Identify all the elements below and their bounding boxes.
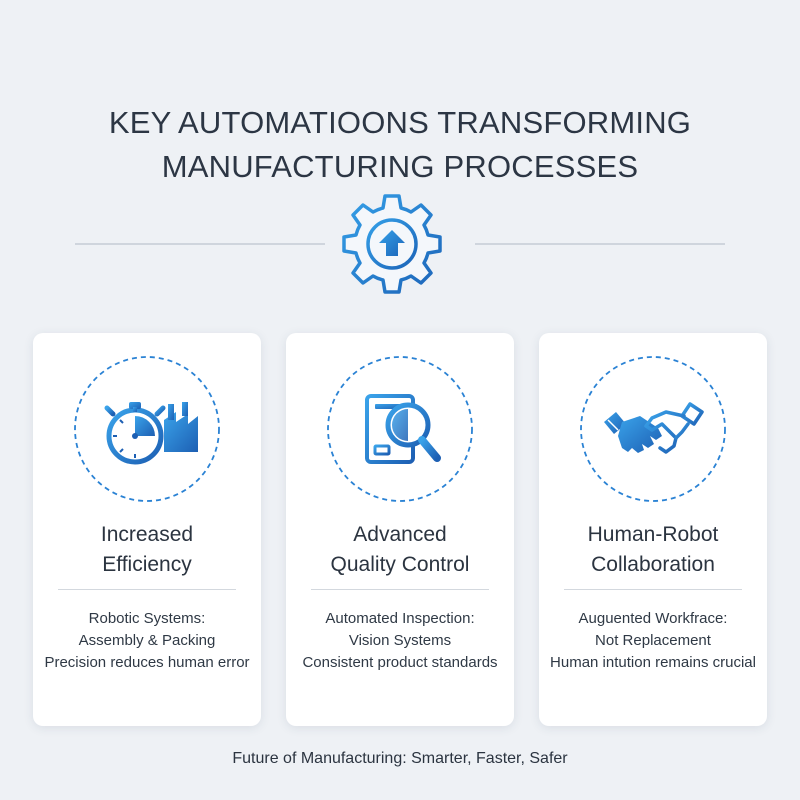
card-title: Advanced Quality Control — [286, 520, 514, 580]
card-title-line-1: Advanced — [353, 523, 447, 546]
card-advanced-quality-control: Advanced Quality Control Automated Inspe… — [286, 333, 514, 726]
divider-left — [75, 243, 325, 245]
card-line-3: Precision reduces human error — [44, 654, 250, 671]
card-title: Human-Robot Collaboration — [539, 520, 767, 580]
card-title-line-1: Human-Robot — [587, 523, 719, 546]
card-line-2: Not Replacement — [595, 632, 711, 649]
handshake-icon — [578, 354, 728, 504]
footer-tagline: Future of Manufacturing: Smarter, Faster… — [232, 750, 568, 767]
card-divider — [564, 589, 742, 590]
gear-upload-icon — [336, 188, 448, 300]
card-human-robot-collaboration: Human-Robot Collaboration Auguented Work… — [539, 333, 767, 726]
divider-right — [475, 243, 725, 245]
page-title: KEY AUTOMATIOONS TRANSFORMING MANUFACTUR… — [0, 101, 800, 189]
card-description: Robotic Systems: Assembly & Packing Prec… — [33, 608, 261, 674]
document-magnifier-icon — [325, 354, 475, 504]
stopwatch-factory-icon — [72, 354, 222, 504]
card-line-2: Vision Systems — [348, 632, 452, 649]
card-line-1: Automated Inspection: — [325, 610, 475, 627]
card-divider — [311, 589, 489, 590]
card-divider — [58, 589, 236, 590]
card-line-3: Human intution remains crucial — [550, 654, 756, 671]
card-increased-efficiency: Increased Efficiency Robotic Systems: As… — [33, 333, 261, 726]
card-line-3: Consistent product standards — [302, 654, 498, 671]
card-line-1: Robotic Systems: — [88, 610, 206, 627]
card-description: Automated Inspection: Vision Systems Con… — [286, 608, 514, 674]
card-description: Auguented Workfrace: Not Replacement Hum… — [539, 608, 767, 674]
card-title-line-2: Quality Control — [330, 553, 470, 576]
card-title: Increased Efficiency — [33, 520, 261, 580]
card-title-line-1: Increased — [100, 523, 194, 546]
title-line-2: MANUFACTURING PROCESSES — [161, 148, 639, 184]
card-title-line-2: Collaboration — [591, 553, 715, 576]
card-title-line-2: Efficiency — [102, 553, 192, 576]
title-line-1: KEY AUTOMATIOONS TRANSFORMING — [108, 104, 692, 140]
card-line-2: Assembly & Packing — [78, 632, 216, 649]
card-line-1: Auguented Workfrace: — [578, 610, 728, 627]
